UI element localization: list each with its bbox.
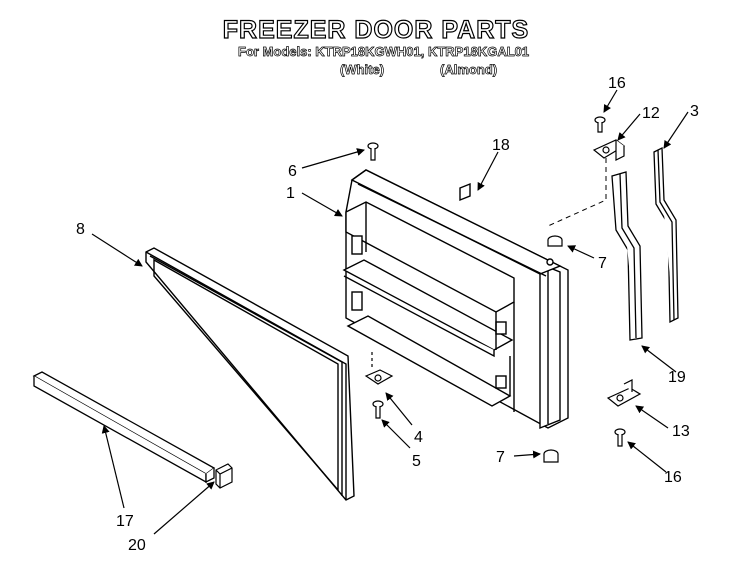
callout-3: 3 — [690, 103, 699, 120]
handle-trim-19 — [611, 171, 643, 341]
diagram-title: FREEZER DOOR PARTS — [222, 15, 530, 44]
screw-6 — [367, 142, 379, 161]
door-assembly — [342, 169, 569, 462]
callout-16-bottom: 16 — [664, 469, 682, 486]
leader-lines — [91, 89, 689, 535]
bottom-hinge — [606, 379, 642, 447]
models-line: For Models: KTRP18KGWH01, KTRP18KGAL01 — [238, 44, 530, 60]
callout-19: 19 — [668, 369, 686, 386]
plug-7-bottom — [543, 449, 559, 463]
top-hinge — [592, 116, 626, 161]
plug-7-top — [547, 235, 563, 247]
callout-13: 13 — [672, 423, 690, 440]
callout-numbers: 1 3 4 5 6 7 7 8 12 13 16 16 17 18 19 20 — [76, 75, 699, 554]
callout-16-top: 16 — [608, 75, 626, 92]
bottom-strip-17 — [32, 371, 216, 484]
variant-white: (White) — [340, 62, 385, 78]
callout-7-bottom: 7 — [496, 449, 505, 466]
variant-almond: (Almond) — [440, 62, 498, 78]
callout-5: 5 — [412, 453, 421, 470]
callout-7-top: 7 — [598, 255, 607, 272]
callout-20: 20 — [128, 537, 146, 554]
parts-4-5 — [364, 352, 394, 419]
callout-6: 6 — [288, 163, 297, 180]
end-cap-20 — [215, 463, 233, 489]
door-gasket — [145, 247, 355, 501]
callout-1: 1 — [286, 185, 295, 202]
callout-8: 8 — [76, 221, 85, 238]
callout-18: 18 — [492, 137, 510, 154]
callout-17: 17 — [116, 513, 134, 530]
callout-12: 12 — [642, 105, 660, 122]
callout-4: 4 — [414, 429, 423, 446]
handle-trim-3 — [653, 146, 679, 324]
